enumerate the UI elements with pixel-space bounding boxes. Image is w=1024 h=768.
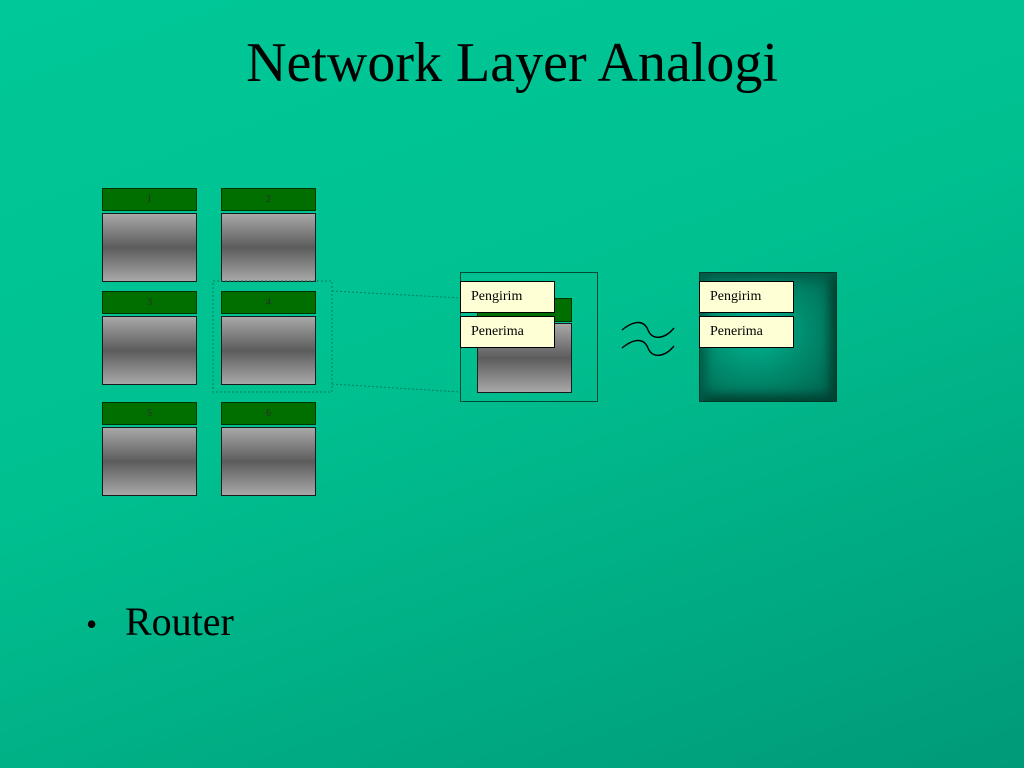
grid-box-body: [221, 427, 316, 496]
router-receiver-label: Penerima: [699, 316, 794, 348]
bullet-list: • Router: [86, 598, 234, 645]
router-sender-label: Pengirim: [699, 281, 794, 313]
zoomed-sender-label: Pengirim: [460, 281, 555, 313]
grid-box-body: [221, 316, 316, 385]
slide-title: Network Layer Analogi: [246, 32, 778, 94]
zoomed-receiver-label: Penerima: [460, 316, 555, 348]
grid-box-header: 6: [221, 402, 316, 425]
grid-box-5: 5: [102, 402, 197, 496]
grid-box-body: [102, 213, 197, 282]
bullet-text: Router: [125, 599, 234, 644]
grid-box-header: 1: [102, 188, 197, 211]
approx-equal-icon: [621, 321, 675, 356]
grid-box-header: 5: [102, 402, 197, 425]
grid-box-header: 3: [102, 291, 197, 314]
bullet-dot: •: [86, 606, 98, 642]
grid-box-header: 2: [221, 188, 316, 211]
grid-box-6: 6: [221, 402, 316, 496]
grid-box-4: 4: [221, 291, 316, 385]
zoom-line-bottom: [331, 383, 461, 393]
grid-box-body: [102, 427, 197, 496]
zoom-line-top: [331, 290, 461, 299]
grid-box-body: [102, 316, 197, 385]
bullet-item: • Router: [86, 598, 234, 645]
grid-box-body: [221, 213, 316, 282]
grid-box-3: 3: [102, 291, 197, 385]
grid-box-2: 2: [221, 188, 316, 282]
grid-box-1: 1: [102, 188, 197, 282]
grid-box-header: 4: [221, 291, 316, 314]
